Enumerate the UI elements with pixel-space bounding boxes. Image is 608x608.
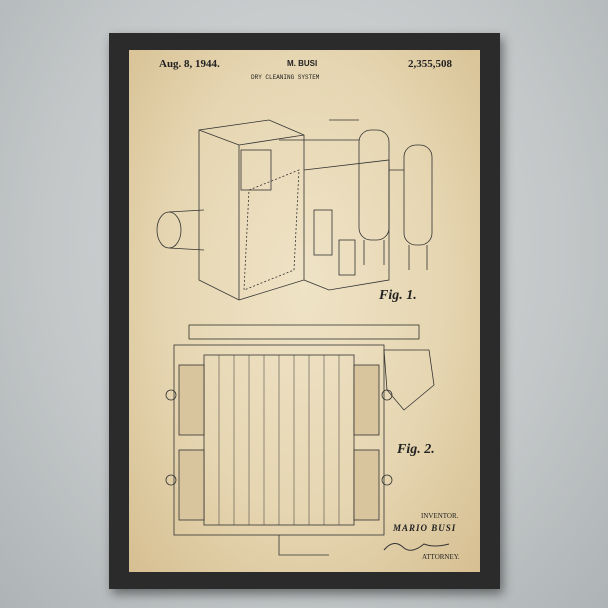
figure-1-label: Fig. 1. [379,288,417,303]
inventor-name: MARIO BUSI [393,523,457,533]
patent-title: DRY CLEANING SYSTEM [251,74,320,81]
patent-drawings [156,119,450,556]
inventor-label: INVENTOR. [421,512,459,520]
picture-frame: Aug. 8, 1944. M. BUSI 2,355,508 DRY CLEA… [109,33,500,589]
inventor-header: M. BUSI [287,59,318,68]
patent-number: 2,355,508 [408,58,452,70]
patent-print: Aug. 8, 1944. M. BUSI 2,355,508 DRY CLEA… [129,50,480,572]
patent-date: Aug. 8, 1944. [159,58,220,70]
figure-1-drawing [156,119,433,301]
figure-2-drawing [165,324,435,556]
attorney-label: ATTORNEY. [422,553,460,561]
attorney-signature [383,543,450,551]
figure-2-label: Fig. 2. [397,442,435,457]
